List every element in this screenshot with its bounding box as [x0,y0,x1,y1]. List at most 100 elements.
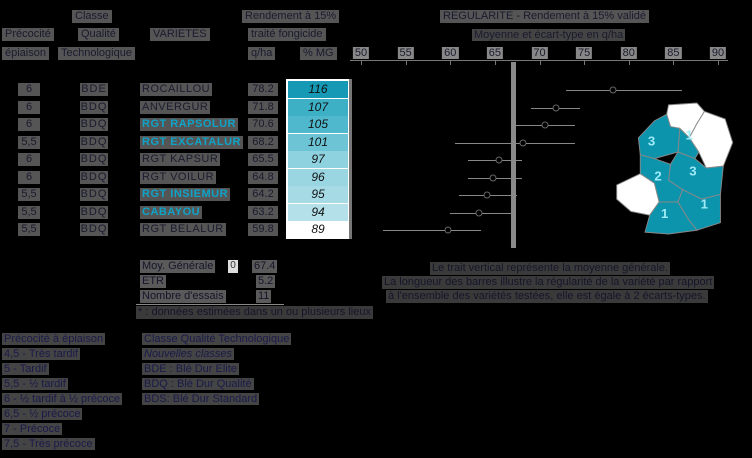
etr-value: 5.2 [256,275,276,288]
map-region-n [677,127,700,160]
index-cell: 96 [288,168,348,186]
note-line-2: La longueur des barres illustre la régul… [382,276,715,289]
stats-divider [136,304,284,305]
variete-cell: ROCAILLOU [140,83,213,96]
x-axis-tick-mark [628,60,630,65]
variete-cell: RGT KAPSUR [140,153,221,166]
variete-cell: RGT INSIEMUR [140,188,231,201]
mean-dot [609,86,617,94]
mean-dot [519,139,527,146]
index-cell: 97 [288,151,348,168]
x-axis-tick-mark [450,60,452,65]
rendement-cell: 59.8 [248,223,278,236]
rendement-cell: 68.2 [248,135,278,149]
header-rendement: Rendement à 15% [242,10,340,23]
classe-cell: BDQ [80,205,108,219]
legend-classe: Classe Qualité Technologique Nouvelles c… [142,332,292,407]
map-region-sw [644,201,698,235]
legend-precocite-item: 4,5 - Très tardif [2,348,80,360]
x-axis-tick-label: 70 [531,47,548,59]
precocite-cell: 5,5 [18,223,40,236]
x-axis-tick-mark [584,60,586,65]
x-axis-tick-label: 85 [665,47,682,59]
map-label: 1 [686,128,693,143]
x-axis [350,60,728,61]
precocite-cell: 6 [18,100,40,114]
classe-cell: BDQ [80,223,108,236]
moy-value: 67.4 [252,260,278,273]
rendement-cell: 71.8 [248,100,278,114]
map-label: 1 [661,206,668,221]
header-unit-qha: q/ha [248,47,276,60]
classe-cell: BDQ [80,188,108,201]
table-row: 6 BDQ RGT RAPSOLUR 70.6 105 [0,116,752,133]
mean-dot [541,121,549,129]
classe-cell: BDQ [80,135,108,149]
variete-cell: RGT VOILUR [140,170,217,184]
header-precocite: Précocité [2,28,54,41]
classe-cell: BDQ [80,100,108,114]
precocite-cell: 5,5 [18,135,40,149]
precocite-cell: 6 [18,83,40,96]
header-varietes: VARIETES [150,28,210,41]
index-cell: 89 [288,221,348,238]
mean-dot [444,226,452,234]
legend-precocite-item: 5,5 - ½ tardif [2,378,68,390]
map-label: 3 [689,164,696,179]
footnote: * : données estimées dans un ou plusieur… [136,306,373,319]
index-column-border [349,79,352,239]
map-label: 2 [654,168,661,183]
mean-line [511,62,516,248]
table-row: 6 BDQ RGT KAPSUR 65.5 97 [0,151,752,168]
x-axis-tick-mark [405,60,407,65]
essais-value: 11 [256,290,272,303]
variete-cell: RGT EXCATALUR [140,135,243,149]
x-axis-tick-label: 90 [709,47,727,59]
header-traite: traité fongicide [248,28,326,41]
legend-classe-item: BDS: Blé Dur Standard [142,393,260,405]
regularity-bar [566,90,683,91]
regularity-bar [383,230,482,231]
legend-precocite-title: Précocité à épiaison [2,333,106,345]
index-cell: 116 [288,81,348,98]
x-axis-tick-mark [718,60,719,65]
legend-classe-title: Classe Qualité Technologique [142,333,292,345]
table-row: 6 BDE ROCAILLOU 78.2 116 [0,81,752,98]
rendement-cell: 70.6 [248,118,278,131]
x-axis-tick-label: 80 [620,47,637,59]
rendement-cell: 64.8 [248,170,278,184]
table-row: 6 BDQ ANVERGUR 71.8 107 [0,98,752,116]
table-row: 5,5 BDQ RGT EXCATALUR 68.2 101 [0,133,752,151]
note-line-3: à l'ensemble des variétés testées, elle … [386,290,708,303]
x-axis-tick-label: 55 [397,47,414,59]
x-axis-tick-mark [539,60,541,65]
classe-cell: BDE [80,83,108,96]
index-cell: 95 [288,186,348,203]
chart-subtitle: Moyenne et écart-type en q/ha [472,29,626,41]
variete-cell: RGT RAPSOLUR [140,118,238,131]
etr-label: ETR [140,275,166,288]
table-row: 5,5 BDQ CABAYOU 63.2 94 [0,203,752,221]
legend-classe-item: BDQ : Blé Dur Qualité [142,378,254,390]
x-axis-tick-mark [361,60,362,65]
mean-dot [489,174,497,181]
header-unit-pct: % MG [300,47,337,60]
header-classe: Classe [72,10,112,23]
rendement-cell: 78.2 [248,83,278,96]
rendement-cell: 64.2 [248,188,278,201]
mean-dot [475,209,483,216]
legend-classe-item: BDE : Blé Dur Elite [142,363,239,375]
variete-cell: RGT BELALUR [140,223,226,236]
precocite-cell: 6 [18,118,40,131]
region-map: 3 1 3 2 1 1 [616,102,734,235]
legend-precocite-item: 7 - Précoce [2,423,63,435]
x-axis-tick-mark [494,60,496,65]
legend-precocite-item: 6,5 - ½ précoce [2,408,83,420]
moy-flag: 0 [228,260,238,273]
index-cell: 107 [288,98,348,116]
index-cell: 94 [288,203,348,221]
precocite-cell: 6 [18,170,40,184]
index-cell: 101 [288,133,348,151]
chart-title: REGULARITE - Rendement à 15% validé [440,10,649,23]
